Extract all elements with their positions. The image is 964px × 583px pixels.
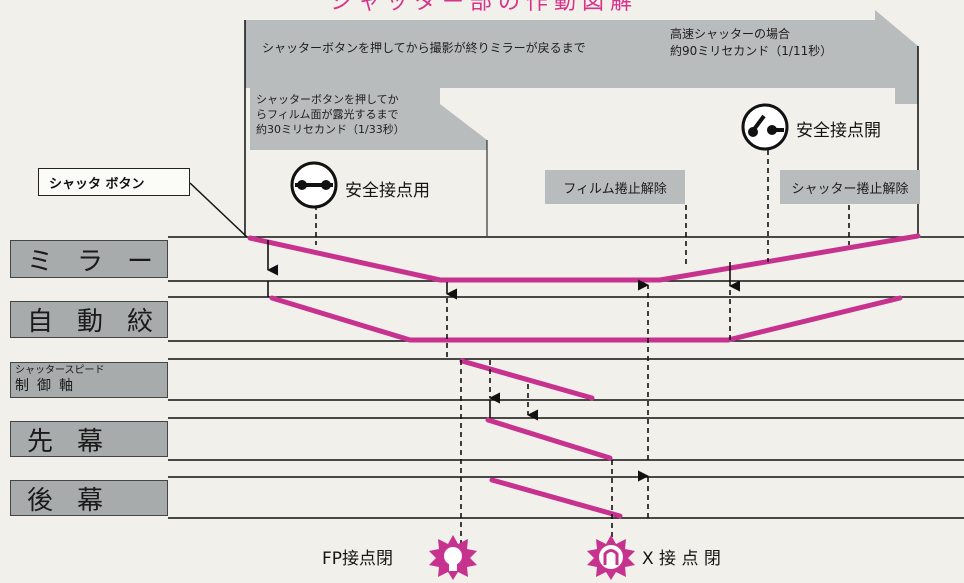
row-label-speed-control-main: 制御軸 bbox=[15, 378, 81, 394]
timing-curves bbox=[247, 233, 921, 519]
film-wind-release-label: フィルム捲止解除 bbox=[545, 170, 685, 204]
exposure-note-line1: シャッターボタンを押してか bbox=[256, 93, 399, 106]
row-label-front-curtain: 先幕 bbox=[10, 421, 168, 457]
row-label-speed-control-sub: シャッタースピード bbox=[15, 365, 105, 376]
x-contact-flash-icon bbox=[587, 535, 635, 580]
row-label-speed-control: シャッタースピード 制御軸 bbox=[10, 362, 168, 398]
fp-contact-label: FP接点閉 bbox=[322, 549, 394, 569]
full-cycle-banner bbox=[245, 10, 918, 104]
safety-open-label: 安全接点開 bbox=[796, 121, 881, 141]
exposure-note-line2: らフィルム面が露光するまで bbox=[256, 108, 399, 121]
event-arrows bbox=[266, 150, 850, 545]
button-pointer bbox=[189, 182, 248, 238]
rear-curtain-curve bbox=[489, 477, 623, 519]
high-speed-note-line1: 高速シャッターの場合 bbox=[670, 27, 791, 41]
safety-on-label: 安全接点用 bbox=[345, 181, 430, 201]
row-label-mirror: ミラー bbox=[10, 240, 168, 278]
flash-bulb-icon bbox=[429, 535, 477, 580]
shutter-button-label: シャッタ ボタン bbox=[38, 168, 190, 196]
row-label-rear-curtain: 後幕 bbox=[10, 480, 168, 516]
shutter-wind-release-label: シャッター捲止解除 bbox=[780, 170, 920, 204]
row-label-aperture: 自動絞 bbox=[10, 301, 168, 338]
high-speed-note-line2: 約90ミリセカンド（1/11秒） bbox=[670, 44, 833, 58]
safety-contact-closed-icon bbox=[290, 161, 338, 209]
safety-contact-open-icon bbox=[741, 103, 789, 151]
front-curtain-curve bbox=[485, 417, 613, 461]
aperture-curve bbox=[269, 295, 903, 343]
speed-control-curve bbox=[459, 358, 595, 401]
mirror-curve bbox=[247, 233, 921, 283]
exposure-banner bbox=[250, 88, 487, 150]
diagram-title: シャッター部の作動図解 bbox=[330, 0, 639, 15]
full-cycle-note: シャッターボタンを押してから撮影が終りミラーが戻るまで bbox=[262, 41, 586, 55]
exposure-note-line3: 約30ミリセカンド（1/33秒） bbox=[256, 123, 405, 136]
x-contact-label: X 接 点 閉 bbox=[642, 549, 721, 569]
